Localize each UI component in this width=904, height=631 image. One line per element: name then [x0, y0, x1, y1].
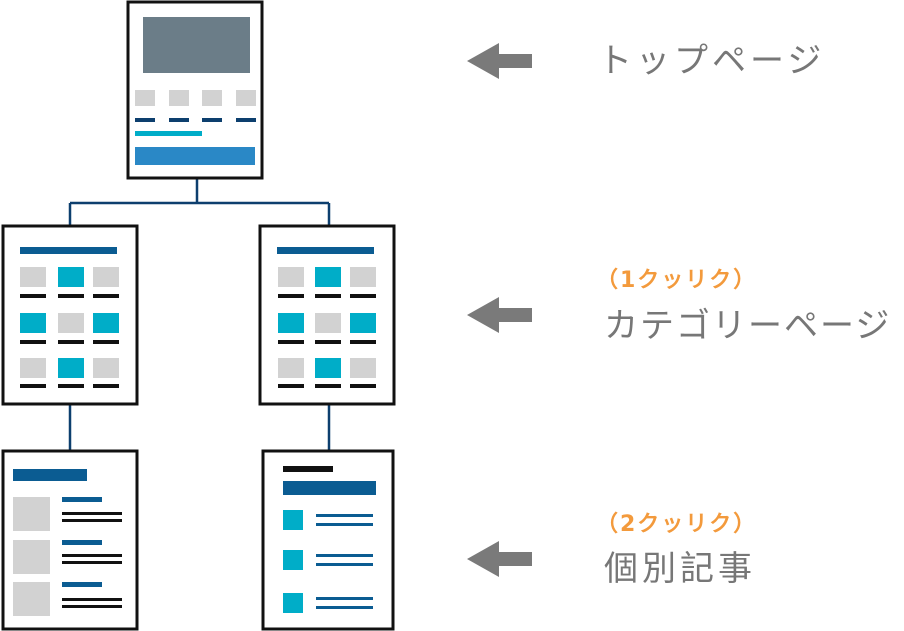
- arrow-left-icon: [467, 297, 532, 333]
- article-title-bar: [283, 481, 376, 495]
- banner-block: [135, 147, 255, 165]
- article-page-label: 個別記事: [604, 549, 756, 589]
- article-click-count: （2クッリク）: [596, 512, 758, 537]
- article-page-card-right: [261, 449, 395, 631]
- tree-connectors: [68, 178, 331, 450]
- tile-grid: [278, 267, 376, 388]
- top-page-card: [126, 0, 264, 180]
- tile-grid: [20, 267, 119, 388]
- article-page-card-left: [1, 449, 139, 631]
- arrow-left-icon: [467, 541, 532, 577]
- text-line: [135, 131, 202, 136]
- article-title-bar: [13, 469, 87, 481]
- category-click-count: （1クッリク）: [596, 268, 758, 293]
- category-page-label: カテゴリーページ: [604, 306, 892, 346]
- category-title-bar: [277, 247, 374, 254]
- article-list: [283, 510, 373, 613]
- article-list: [13, 497, 122, 616]
- category-page-card-right: [258, 224, 396, 406]
- category-title-bar: [20, 247, 117, 254]
- article-heading-bar: [283, 466, 333, 472]
- arrow-left-icon: [467, 43, 532, 79]
- category-page-card-left: [1, 224, 139, 406]
- top-page-label: トップページ: [598, 41, 826, 81]
- thumbnail-row: [135, 90, 256, 106]
- article-page-frame: [261, 449, 395, 631]
- hero-image: [143, 17, 250, 73]
- caption-row: [135, 118, 256, 122]
